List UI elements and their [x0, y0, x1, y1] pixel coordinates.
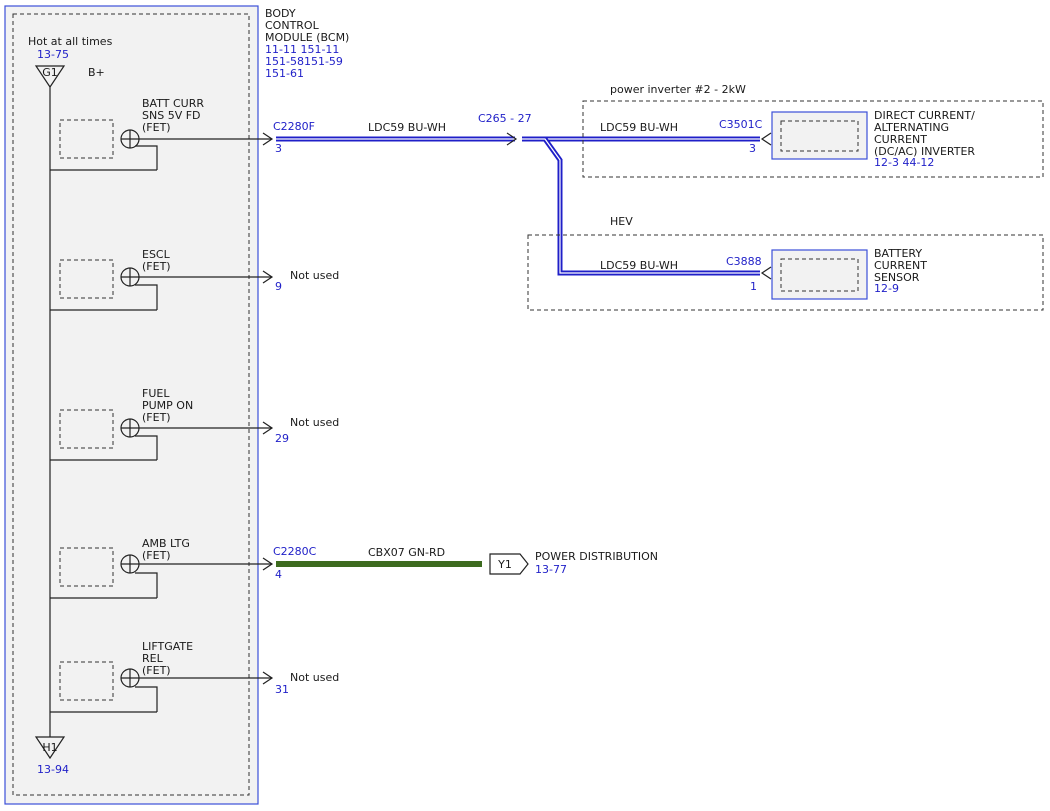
- bcm-title-1: BODY: [265, 7, 296, 20]
- bcm-title-3: MODULE (BCM): [265, 31, 349, 44]
- sensor-connector[interactable]: C3888: [726, 255, 762, 268]
- fet-4-connector[interactable]: C2280C: [273, 545, 317, 558]
- h1-connector-icon: [34, 736, 66, 760]
- g1-label: G1: [42, 66, 58, 79]
- sensor-pin: 1: [750, 280, 757, 293]
- fet-3-label-3: (FET): [142, 411, 171, 424]
- fet-5-label-3: (FET): [142, 664, 171, 677]
- fet-fuel-pump: [50, 409, 272, 461]
- inverter-box: [582, 100, 1044, 178]
- wire-cbx07-label: CBX07 GN-RD: [368, 546, 445, 559]
- fet-2-pin: 9: [275, 280, 282, 293]
- fet-5-label-2: REL: [142, 652, 164, 665]
- fet-3-label-2: PUMP ON: [142, 399, 193, 412]
- fet-1-pin: 3: [275, 142, 282, 155]
- splice-label[interactable]: C265 - 27: [478, 112, 532, 125]
- fet-5-label-1: LIFTGATE: [142, 640, 193, 653]
- inverter-component: [771, 111, 868, 160]
- hev-box-label: HEV: [610, 215, 633, 228]
- fet-liftgate: [50, 661, 272, 713]
- bcm-ref-2[interactable]: 151-58151-59: [265, 55, 343, 68]
- fet-escl: [50, 259, 272, 311]
- inverter-box-label: power inverter #2 - 2kW: [610, 83, 746, 96]
- inverter-component-inner: [780, 120, 859, 152]
- sensor-arrow-icon: [760, 266, 772, 280]
- fet-1-label-2: SNS 5V FD: [142, 109, 201, 122]
- sensor-component: [771, 249, 868, 300]
- h1-label: H1: [42, 741, 57, 754]
- g1-connector-icon: [34, 65, 66, 89]
- fet-5-arrow-icon: [262, 671, 274, 685]
- fet-4-pin: 4: [275, 568, 282, 581]
- fet-1-label-1: BATT CURR: [142, 97, 204, 110]
- fet-2-status: Not used: [290, 269, 339, 282]
- fet-2-label-1: ESCL: [142, 248, 171, 261]
- fet-3-arrow-icon: [262, 421, 274, 435]
- power-dist-ref[interactable]: 13-77: [535, 563, 567, 576]
- sensor-name-1: BATTERY: [874, 247, 922, 260]
- fet-5-pin: 31: [275, 683, 289, 696]
- bplus-label: B+: [88, 66, 105, 79]
- h1-ref[interactable]: 13-94: [37, 763, 69, 776]
- wire-ldc59-sensor[interactable]: [522, 136, 760, 276]
- fet-1-connector[interactable]: C2280F: [273, 120, 315, 133]
- inverter-arrow-icon: [760, 132, 772, 146]
- bcm-module-inner: [12, 13, 250, 796]
- power-ref[interactable]: 13-75: [37, 48, 69, 61]
- fet-amb-ltg: [50, 547, 272, 599]
- fet-4-arrow-icon: [262, 557, 274, 571]
- wire-sensor-label: LDC59 BU-WH: [600, 259, 678, 272]
- inverter-name-4: (DC/AC) INVERTER: [874, 145, 975, 158]
- sensor-name-3: SENSOR: [874, 271, 920, 284]
- power-dist-label: POWER DISTRIBUTION: [535, 550, 658, 563]
- bcm-ref-1[interactable]: 11-11 151-11: [265, 43, 339, 56]
- inverter-refs[interactable]: 12-3 44-12: [874, 156, 934, 169]
- power-label: Hot at all times: [28, 35, 113, 48]
- fet-3-status: Not used: [290, 416, 339, 429]
- fet-2-label-2: (FET): [142, 260, 171, 273]
- y1-tag: Y1: [497, 558, 512, 571]
- sensor-name-2: CURRENT: [874, 259, 927, 272]
- fet-3-pin: 29: [275, 432, 289, 445]
- fet-1-label-3: (FET): [142, 121, 171, 134]
- hev-box: [527, 234, 1044, 311]
- fet-batt-curr: [50, 119, 272, 171]
- inverter-pin: 3: [749, 142, 756, 155]
- inverter-connector[interactable]: C3501C: [719, 118, 763, 131]
- inverter-name-2: ALTERNATING: [874, 121, 949, 134]
- fet-4-label-1: AMB LTG: [142, 537, 190, 550]
- y1-connector-icon: [489, 553, 529, 575]
- bcm-title-2: CONTROL: [265, 19, 320, 32]
- fet-2-arrow-icon: [262, 270, 274, 284]
- fet-5-status: Not used: [290, 671, 339, 684]
- inverter-name-1: DIRECT CURRENT/: [874, 109, 975, 122]
- sensor-refs[interactable]: 12-9: [874, 282, 899, 295]
- wire-inverter-label: LDC59 BU-WH: [600, 121, 678, 134]
- inverter-name-3: CURRENT: [874, 133, 927, 146]
- splice-arrow-icon: [506, 132, 518, 146]
- sensor-component-inner: [780, 258, 859, 292]
- bcm-module-border: [4, 5, 259, 805]
- fet-1-arrow-icon: [262, 132, 274, 146]
- fet-3-label-1: FUEL: [142, 387, 170, 400]
- bcm-ref-3[interactable]: 151-61: [265, 67, 304, 80]
- fet-4-label-2: (FET): [142, 549, 171, 562]
- wire-main-label: LDC59 BU-WH: [368, 121, 446, 134]
